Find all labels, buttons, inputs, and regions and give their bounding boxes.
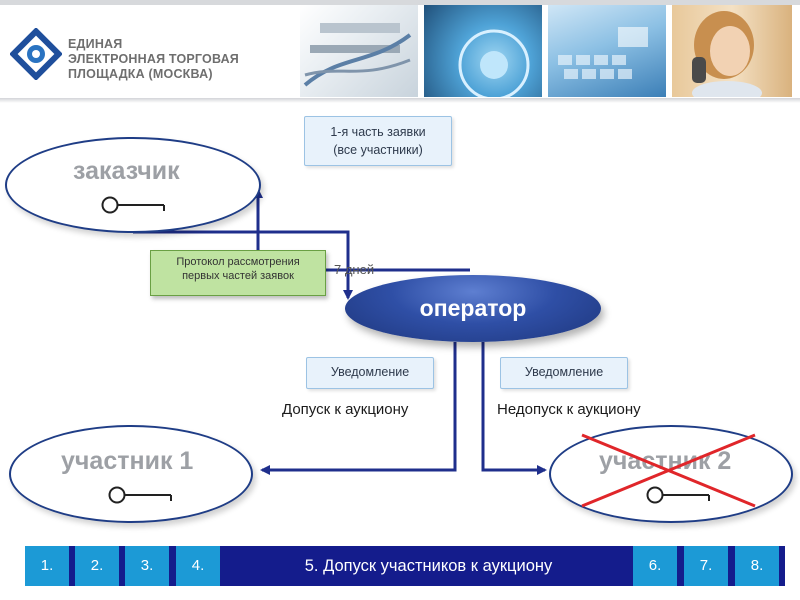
disc-image [458, 29, 530, 97]
protocol-note: Протокол рассмотрения первых частей заяв… [150, 250, 326, 296]
nav-current-step: 5. Допуск участников к аукциону [304, 557, 553, 575]
nav-step-6[interactable]: 6. [633, 546, 677, 586]
operator-label: оператор [419, 295, 527, 321]
nav-step-3[interactable]: 3. [125, 546, 169, 586]
header-banner: ЕДИНАЯ ЭЛЕКТРОННАЯ ТОРГОВАЯ ПЛОЩАДКА (МО… [0, 0, 800, 103]
nav-step-7[interactable]: 7. [684, 546, 728, 586]
operator-to-participant1-arrow [260, 342, 457, 475]
logo-icon [10, 28, 62, 80]
participant1-ellipse: участник 1 [9, 425, 253, 523]
protocol-line-2: первых частей заявок [182, 270, 294, 282]
keyboard-image [558, 27, 648, 79]
key-icon [108, 486, 172, 504]
first-part-line-1: 1-я часть заявки [330, 125, 426, 139]
notice-left-label: Уведомление [330, 365, 410, 379]
header-photo-cables [297, 5, 418, 97]
header-photo-disc [421, 5, 542, 97]
header-photo-woman [669, 5, 792, 97]
nav-step-2[interactable]: 2. [75, 546, 119, 586]
operator-to-participant2-arrow [481, 342, 547, 475]
nav-step-1[interactable]: 1. [25, 546, 69, 586]
notice-right-label: Уведомление [524, 365, 604, 379]
header-photo-keyboard [545, 5, 666, 97]
first-part-callout: 1-я часть заявки (все участники) [304, 116, 452, 166]
customer-ellipse: заказчик [5, 137, 261, 233]
days-label: 7 дней [334, 262, 375, 277]
admission-label: Допуск к аукциону [282, 401, 409, 418]
key-icon [101, 196, 165, 214]
operator-ellipse: оператор [345, 275, 601, 342]
notice-right-callout: Уведомление [500, 357, 628, 389]
woman-image [692, 11, 762, 97]
logo-line-1: ЕДИНАЯ [68, 37, 123, 51]
logo-line-3: ПЛОЩАДКА (МОСКВА) [68, 67, 213, 81]
notice-left-callout: Уведомление [306, 357, 434, 389]
header-top-strip [0, 0, 800, 5]
header-shadow [0, 98, 800, 103]
participant1-label: участник 1 [61, 447, 194, 475]
customer-to-operator-arrow [133, 230, 353, 300]
logo-line-2: ЭЛЕКТРОННАЯ ТОРГОВАЯ [68, 52, 239, 66]
key-icon [646, 486, 710, 504]
customer-label: заказчик [73, 157, 180, 185]
cables-image [303, 23, 412, 87]
protocol-line-1: Протокол рассмотрения [176, 256, 300, 268]
first-part-line-2: (все участники) [333, 143, 423, 157]
non-admission-label: Недопуск к аукциону [497, 401, 641, 418]
logo-text: ЕДИНАЯ ЭЛЕКТРОННАЯ ТОРГОВАЯ ПЛОЩАДКА (МО… [68, 37, 239, 82]
nav-step-4[interactable]: 4. [176, 546, 220, 586]
nav-step-8[interactable]: 8. [735, 546, 779, 586]
participant2-ellipse: участник 2 [549, 425, 793, 523]
